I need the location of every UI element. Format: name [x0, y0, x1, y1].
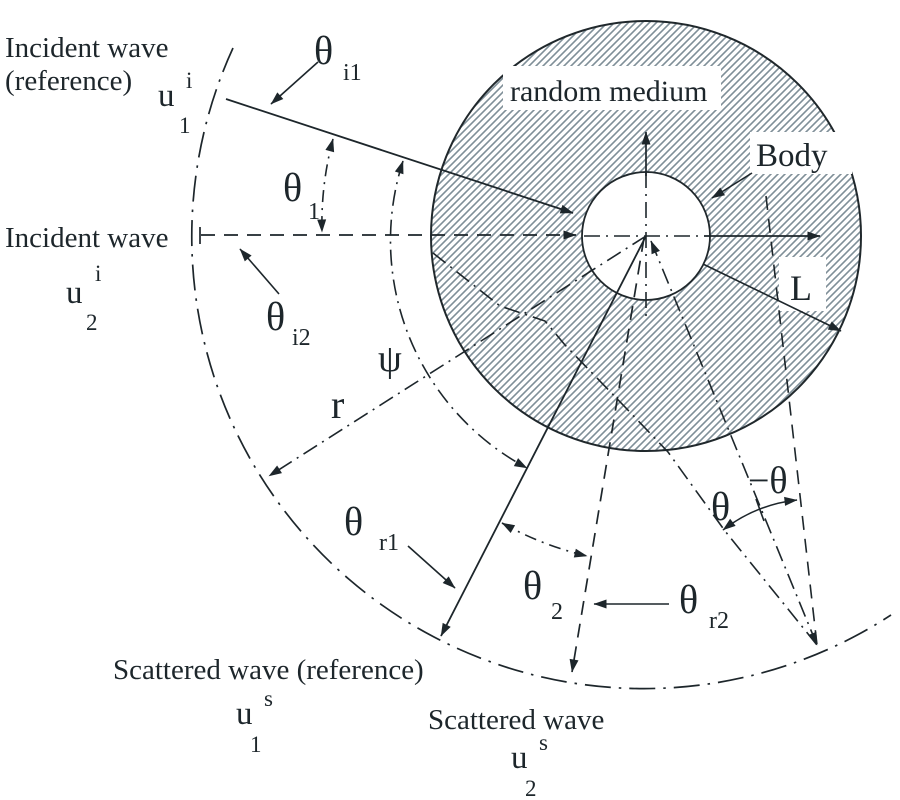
minus-theta-label: −θ [748, 460, 788, 502]
u1s-label: u s 1 [236, 678, 281, 757]
center-to-observation-line [650, 240, 818, 646]
body-label-box [750, 132, 852, 174]
scattered-wave-2-label: Scattered wave [428, 704, 604, 736]
scattered-wave-2-line [569, 237, 645, 673]
u1i-label: u i 1 [158, 60, 201, 138]
reference-direction-line [765, 195, 818, 646]
theta1-angle-arc [317, 138, 335, 233]
scattered-wave-1-line [440, 235, 647, 637]
random-medium-label: random medium [510, 75, 707, 108]
body-pointer-arrow [711, 172, 753, 199]
incident-wave-ref-label-line1: Incident wave [5, 32, 168, 64]
theta-obs-label: θ [711, 484, 730, 529]
u2i-label: u i 2 [66, 253, 110, 335]
psi-label: ψ [378, 338, 402, 380]
theta-obs-angle-arc [722, 496, 798, 531]
theta-r1-label: θ r1 [344, 499, 399, 556]
theta-i2-label: θ i2 [266, 294, 311, 351]
incident-wave-2-label: Incident wave [5, 222, 168, 254]
r-label: r [331, 382, 344, 427]
thickness-L-label: L [790, 268, 812, 308]
theta2-angle-arc [501, 522, 588, 558]
theta-i1-pointer-arrow [270, 61, 319, 105]
theta-1-label: θ 1 [283, 165, 320, 225]
incident-wave-ref-label-line2: (reference) [5, 65, 132, 97]
random-medium-label-box [503, 66, 721, 110]
body-label: Body [756, 138, 828, 174]
u2s-label: u s 2 [511, 722, 556, 800]
theta-i2-pointer-arrow [239, 248, 280, 295]
theta-r1-pointer-arrow [407, 545, 456, 589]
psi-angle-arc [389, 160, 528, 469]
theta-obs-arc-tick [755, 498, 765, 522]
observation-circle-arc [190, 47, 892, 690]
scattered-wave-ref-label: Scattered wave (reference) [113, 654, 424, 686]
theta-i1-label: θ i1 [314, 28, 362, 86]
theta-2-label: θ 2 [523, 563, 563, 625]
theta-r2-label: θ r2 [679, 577, 729, 634]
